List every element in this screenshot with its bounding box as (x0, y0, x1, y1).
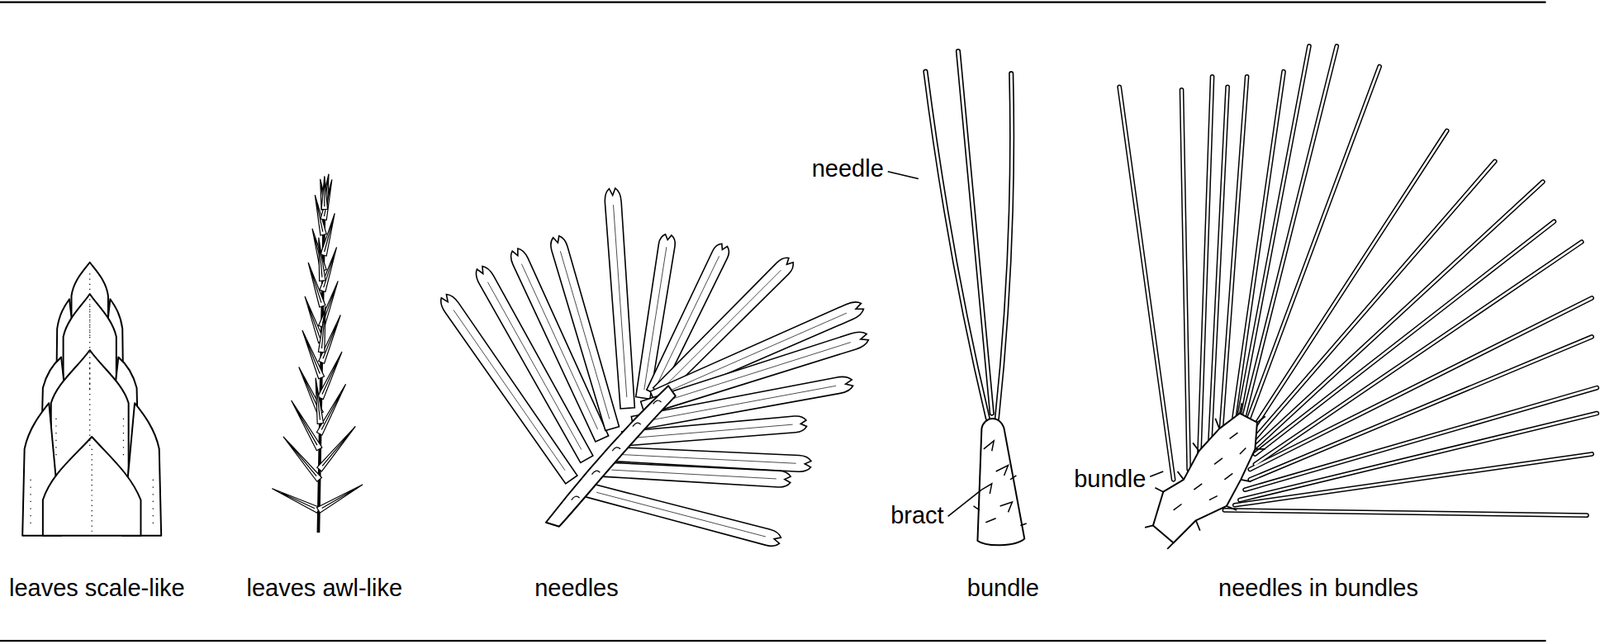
flat-needle-shoot (603, 188, 636, 410)
bundled-needle-shoot (1153, 413, 1258, 544)
frame-rule (0, 2, 1547, 641)
caption-label: leaves scale-like (9, 574, 186, 603)
leader-line (887, 171, 919, 180)
awl-leaf-shoot (270, 485, 320, 513)
awl-leaf-shoot (270, 173, 365, 533)
leader-line (887, 171, 1164, 518)
needle-bundle (977, 418, 1025, 546)
needle-bundle (925, 51, 1012, 419)
bundled-needle-shoot (1119, 46, 1597, 516)
bundled-needle-shoot (1144, 403, 1266, 550)
callout-label: bract (890, 502, 944, 530)
frame-rule (0, 640, 1547, 642)
bundled-needle-shoot (1173, 432, 1247, 511)
needle-bundle (981, 441, 1012, 523)
scale-leaf-shoot (22, 262, 162, 537)
caption-label: needles (534, 574, 619, 603)
caption-label: needles in bundles (1218, 574, 1419, 603)
scale-leaf-shoot (90, 273, 92, 533)
flat-needle-shoot (584, 482, 783, 550)
leader-line (948, 489, 983, 517)
callout-label: bundle (1073, 465, 1146, 494)
awl-leaf-shoot (312, 377, 323, 424)
awl-leaf-shoot (318, 306, 328, 353)
caption-label: leaves awl-like (246, 574, 404, 603)
scale-leaf-shoot (30, 418, 153, 527)
flat-needle-shoot (545, 385, 676, 527)
awl-leaf-shoot (315, 237, 326, 281)
bundled-needle-shoot (1119, 46, 1597, 550)
needle-bundle (925, 51, 1012, 419)
needle-bundle (973, 475, 1027, 527)
flat-needle-shoot (436, 188, 870, 550)
bundled-needle-shoot (1119, 46, 1597, 516)
frame-rule (0, 1, 1547, 4)
leader-line (1149, 471, 1164, 477)
awl-leaf-shoot (317, 482, 365, 513)
awl-leaf-shoot (321, 175, 328, 209)
flat-needle-shoot (601, 461, 791, 489)
flat-needle-shoot (571, 400, 662, 501)
needle-bundle (925, 51, 1026, 546)
caption-label: bundle (967, 574, 1040, 603)
callout-label: needle (811, 155, 884, 183)
